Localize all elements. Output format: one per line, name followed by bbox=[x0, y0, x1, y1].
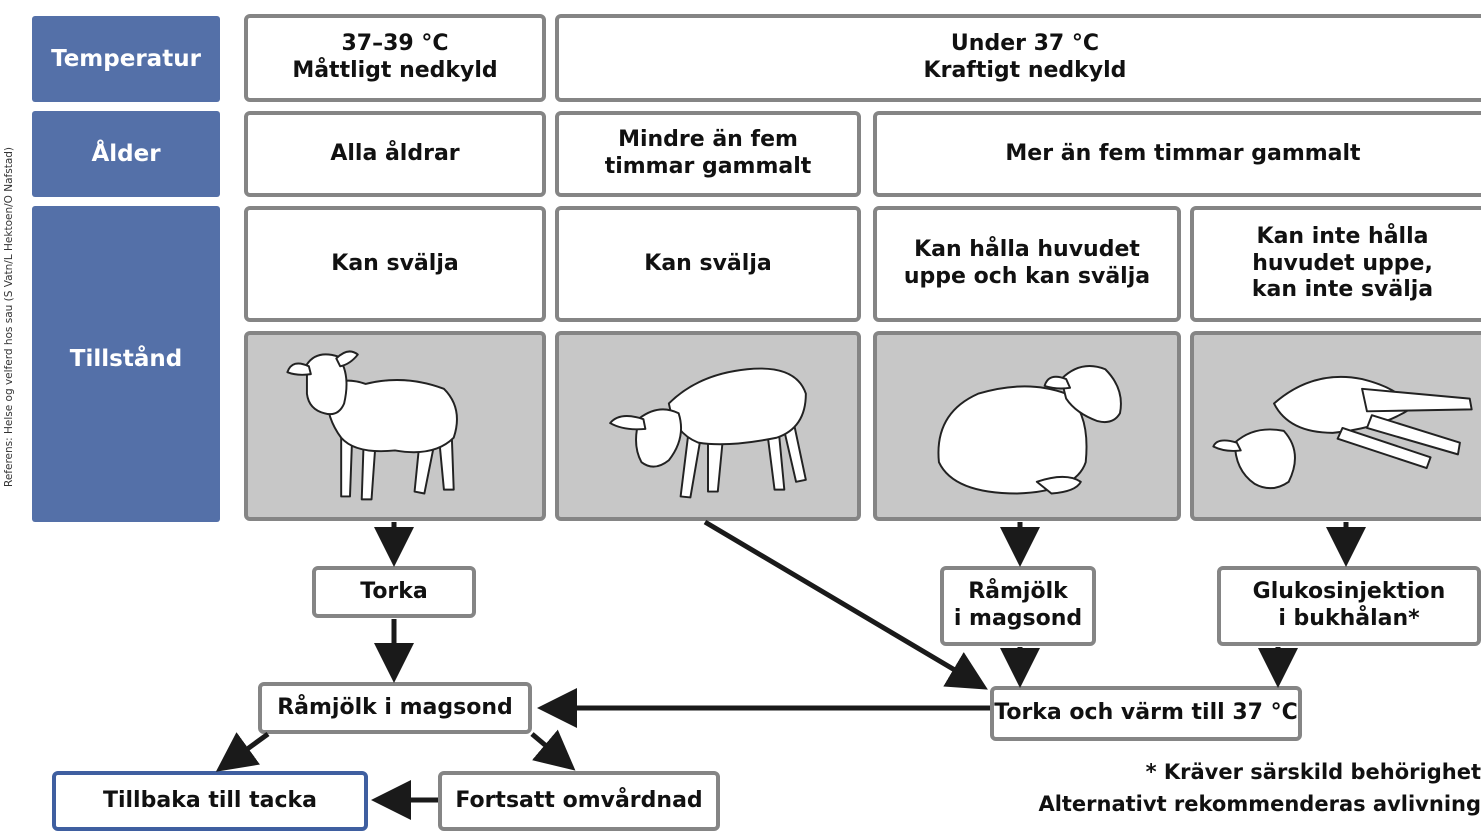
lamb-lying-flat-icon bbox=[1212, 375, 1473, 490]
condition-2-cell: Kan svälja bbox=[555, 206, 861, 322]
age-under5-cell: Mindre än fem timmar gammalt bbox=[555, 111, 861, 197]
glukos-box: Glukosinjektion i bukhålan* bbox=[1217, 566, 1481, 646]
lamb-standing-image bbox=[244, 331, 546, 521]
torka-label: Torka bbox=[360, 578, 428, 604]
header-alder: Ålder bbox=[32, 111, 220, 197]
lamb-standing-icon bbox=[286, 350, 458, 501]
temp-mild-range: 37–39 °C bbox=[341, 31, 449, 57]
ramjolk-sond-box: Råmjölk i magsond bbox=[940, 566, 1096, 646]
lamb-lying-head-up-icon bbox=[937, 365, 1122, 495]
temp-mild-cell: 37–39 °C Måttligt nedkyld bbox=[244, 14, 546, 102]
ramjolk-magsond-label: Råmjölk i magsond bbox=[277, 694, 513, 720]
condition-4-line1: Kan inte hålla bbox=[1256, 223, 1429, 249]
fortsatt-label: Fortsatt omvårdnad bbox=[455, 787, 703, 813]
condition-2-label: Kan svälja bbox=[644, 250, 772, 276]
age-over5-label: Mer än fem timmar gammalt bbox=[1005, 140, 1361, 166]
footnote-line2: Alternativt rekommenderas avlivning bbox=[1038, 792, 1481, 816]
ramjolk-sond-line1: Råmjölk bbox=[968, 579, 1068, 605]
footnote-line1: * Kräver särskild behörighet bbox=[1145, 760, 1481, 784]
lamb-lying-head-up-image bbox=[873, 331, 1181, 521]
age-all-label: Alla åldrar bbox=[330, 140, 460, 166]
age-over5-cell: Mer än fem timmar gammalt bbox=[873, 111, 1481, 197]
glukos-line1: Glukosinjektion bbox=[1252, 579, 1446, 605]
lamb-head-down-icon bbox=[609, 367, 807, 499]
temp-severe-range: Under 37 °C bbox=[950, 31, 1100, 57]
temp-mild-label: Måttligt nedkyld bbox=[292, 58, 498, 83]
temp-severe-label: Kraftigt nedkyld bbox=[923, 58, 1127, 83]
condition-1-label: Kan svälja bbox=[331, 250, 459, 276]
ramjolk-sond-line2: i magsond bbox=[953, 606, 1083, 631]
condition-3-line1: Kan hålla huvudet bbox=[914, 237, 1140, 263]
arrow-ramjolk-to-tillbaka bbox=[215, 731, 270, 772]
torka-box: Torka bbox=[312, 566, 476, 618]
arrow-ramjolk-to-fortsatt bbox=[530, 729, 576, 771]
tillbaka-label: Tillbaka till tacka bbox=[102, 787, 318, 813]
condition-3-line2: uppe och kan svälja bbox=[903, 264, 1151, 289]
lamb-lying-flat-image bbox=[1190, 331, 1481, 521]
age-under5-line2: timmar gammalt bbox=[604, 154, 812, 179]
condition-1-cell: Kan svälja bbox=[244, 206, 546, 322]
header-tillstand: Tillstånd bbox=[32, 206, 220, 522]
condition-4-line3: kan inte svälja bbox=[1251, 277, 1434, 303]
header-alder-label: Ålder bbox=[91, 141, 161, 167]
ramjolk-magsond-box: Råmjölk i magsond bbox=[258, 682, 532, 734]
age-under5-line1: Mindre än fem bbox=[618, 127, 798, 153]
arrow-picture2-to-torka-varm bbox=[703, 519, 988, 690]
condition-4-line2: huvudet uppe, bbox=[1252, 250, 1433, 276]
torka-varm-label: Torka och värm till 37 °C bbox=[994, 700, 1298, 726]
header-temperatur: Temperatur bbox=[32, 16, 220, 102]
condition-4-cell: Kan inte hålla huvudet uppe, kan inte sv… bbox=[1190, 206, 1481, 322]
lamb-head-down-image bbox=[555, 331, 861, 521]
glukos-line2: i bukhålan* bbox=[1278, 606, 1420, 631]
condition-3-cell: Kan hålla huvudet uppe och kan svälja bbox=[873, 206, 1181, 322]
temp-severe-cell: Under 37 °C Kraftigt nedkyld bbox=[555, 14, 1481, 102]
header-temperatur-label: Temperatur bbox=[51, 46, 201, 72]
age-all-cell: Alla åldrar bbox=[244, 111, 546, 197]
torka-varm-box: Torka och värm till 37 °C bbox=[990, 686, 1302, 741]
header-tillstand-label: Tillstånd bbox=[69, 346, 183, 372]
